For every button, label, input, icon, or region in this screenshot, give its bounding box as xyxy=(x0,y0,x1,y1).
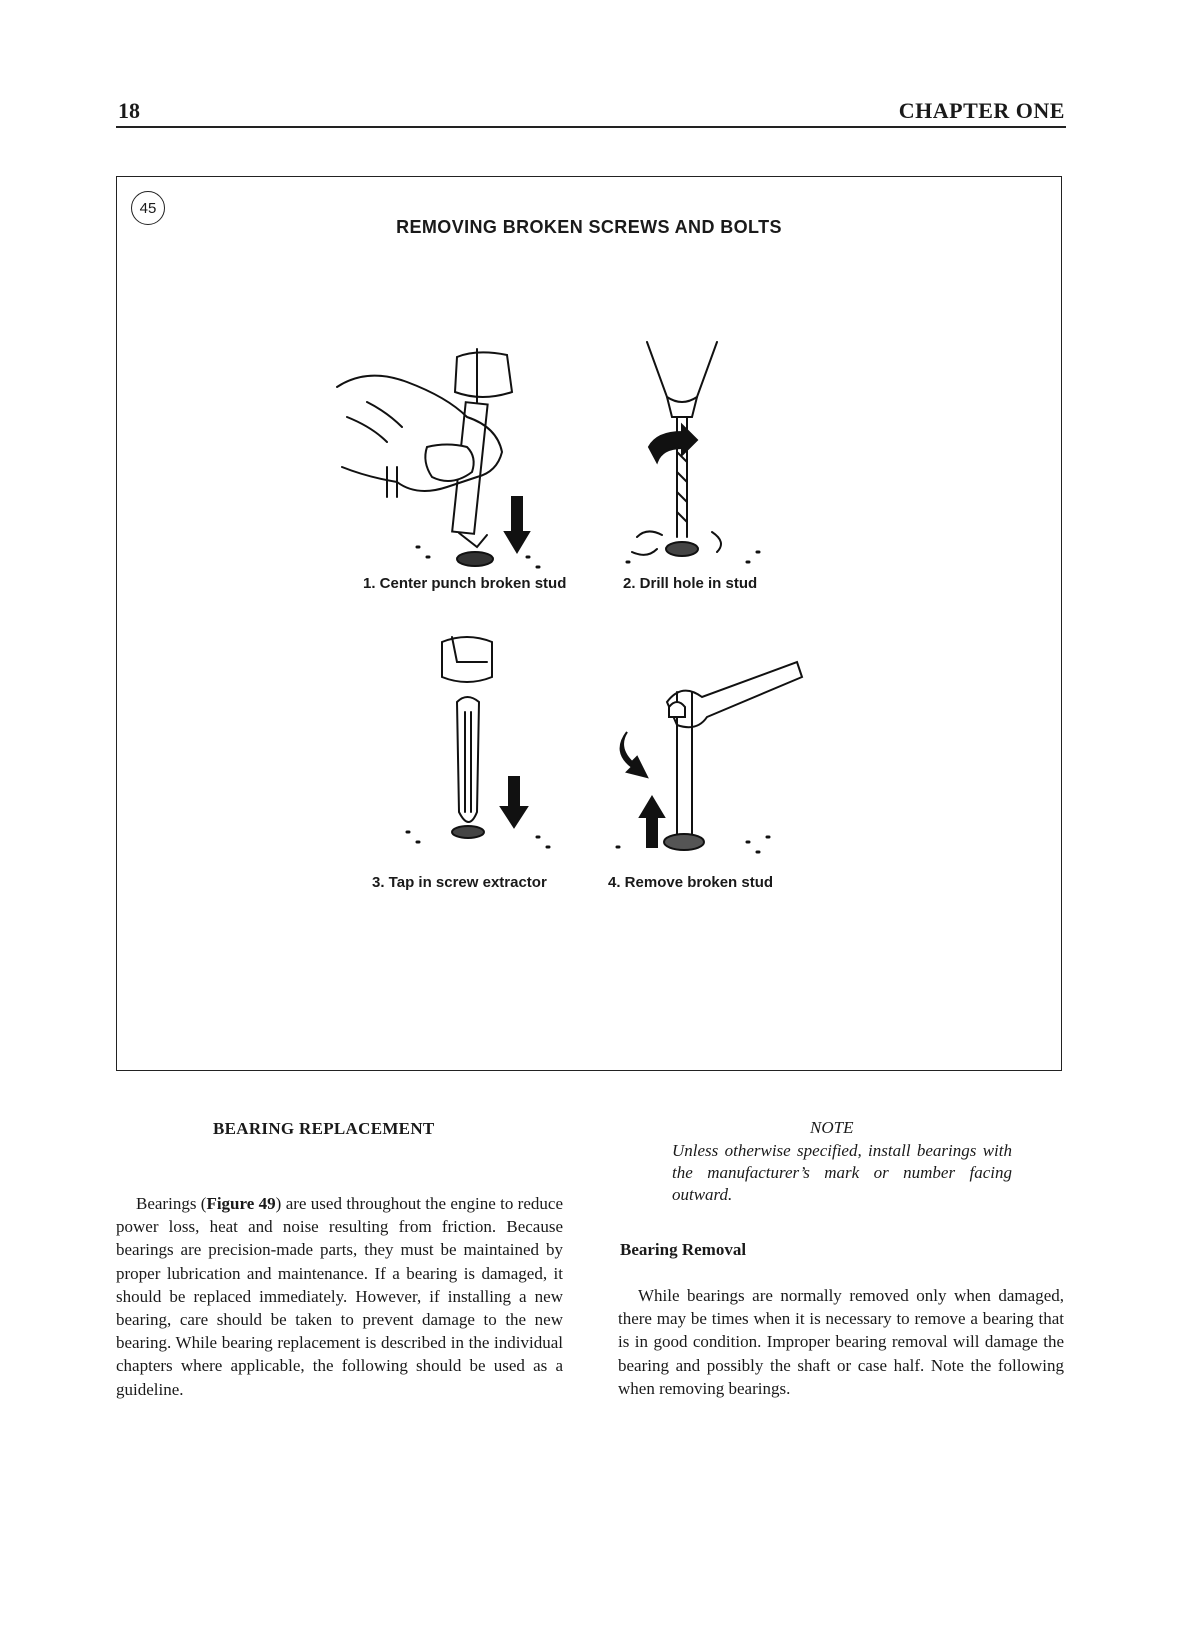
step-4-caption: 4. Remove broken stud xyxy=(608,874,774,891)
figure-45: 45 REMOVING BROKEN SCREWS AND BOLTS 1. C… xyxy=(116,176,1062,1071)
tap-extractor-illustration xyxy=(405,636,551,849)
step-1-caption: 1. Center punch broken stud xyxy=(363,575,567,592)
figure-title: REMOVING BROKEN SCREWS AND BOLTS xyxy=(396,217,782,237)
header-rule xyxy=(116,126,1066,128)
paragraph-text-start: Bearings ( xyxy=(136,1194,207,1213)
step-3-caption: 3. Tap in screw extractor xyxy=(372,874,547,891)
figure-reference: Figure 49 xyxy=(206,1194,276,1213)
remove-stud-illustration xyxy=(615,660,804,854)
drill-hole-illustration xyxy=(625,341,761,564)
center-punch-illustration xyxy=(336,348,541,569)
section-heading: BEARING REPLACEMENT xyxy=(213,1119,435,1138)
figure-number: 45 xyxy=(131,191,165,225)
note-text: Unless otherwise specified, install bear… xyxy=(672,1141,1012,1204)
paragraph-text-end: ) are used throughout the engine to redu… xyxy=(116,1194,563,1399)
bearing-replacement-paragraph: Bearings (Figure 49) are used throughout… xyxy=(116,1192,563,1401)
chapter-title: CHAPTER ONE xyxy=(898,98,1065,123)
bearing-removal-heading: Bearing Removal xyxy=(620,1240,747,1259)
page-number: 18 xyxy=(118,98,140,123)
right-column-text: While bearings are normally removed only… xyxy=(618,1284,1064,1400)
note-label: NOTE xyxy=(810,1118,854,1137)
bearing-removal-paragraph: While bearings are normally removed only… xyxy=(618,1286,1064,1398)
left-column-text: Bearings (Figure 49) are used throughout… xyxy=(116,1192,563,1401)
step-2-caption: 2. Drill hole in stud xyxy=(623,575,758,592)
